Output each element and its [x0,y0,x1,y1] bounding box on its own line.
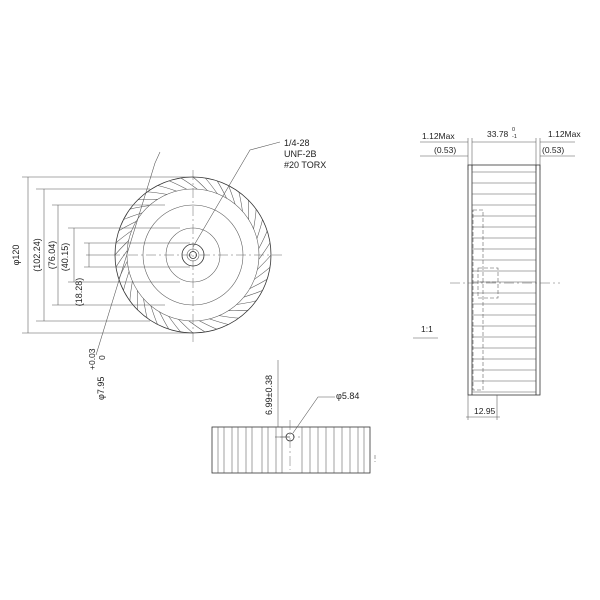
blade [118,261,128,280]
blade [249,278,268,289]
wheel-bottom-outline [211,426,371,474]
blade [258,242,271,260]
blade [180,177,198,190]
blade [157,185,177,192]
bore-dia-label: φ7.95 [96,377,106,400]
blade [254,266,271,280]
blade [114,240,129,256]
dia-120-label: φ120 [11,245,21,266]
thread-note-line3: #20 TORX [284,160,326,170]
blade [137,198,158,201]
front-view: φ120 (102.24) (76.04) (40.15) (18.28) φ7… [11,138,326,400]
blade-set [114,176,272,334]
blade [168,316,182,333]
blade [159,311,170,330]
wheel-side-outline [467,164,541,396]
hole-offset-label: 6.99±0.38 [264,375,274,415]
bore-tol-upper: +0.03 [87,348,97,370]
right-flange-ref-label: (0.53) [542,145,564,155]
blade [253,209,257,229]
blade [129,205,150,210]
blade [243,290,263,298]
blade [228,309,249,312]
thread-note-line1: 1/4-28 [284,138,310,148]
blade [123,212,143,220]
width-label: 33.78 [487,129,509,139]
blade [258,230,268,249]
thread-note-line2: UNF-2B [284,149,317,159]
blade [147,191,167,195]
blade [238,191,243,212]
blade [118,221,137,232]
blade [188,320,206,333]
left-flange-label: 1.12Max [422,131,455,141]
dia-76-label: (76.04) [47,241,57,270]
blade [115,230,132,244]
hub-circle [181,243,205,267]
blade [129,281,133,301]
bottom-view: 6.99±0.38 φ5.84 [211,360,376,474]
blade [256,219,263,239]
right-flange-label: 1.12Max [548,129,581,139]
left-flange-ref-label: (0.53) [434,145,456,155]
blade [168,180,187,190]
side-rib-lines [472,171,536,393]
width-tol-upper: 0 [512,127,515,133]
blade [115,250,128,268]
hole-dia-label: φ5.84 [336,391,359,401]
blade [150,305,158,325]
blade [236,300,257,305]
blade [209,318,229,325]
blade [192,176,208,191]
width-tol-lower: -1 [512,134,517,140]
diameter-dimensions [22,176,193,334]
side-view: 1.12Max (0.53) 33.78 0 -1 1.12Max (0.53)… [413,127,581,420]
bottom-rib-lines [217,427,365,473]
dia-18-label: (18.28) [74,278,84,307]
dia-102-label: (102.24) [32,238,42,272]
blade [199,320,218,330]
blade [247,199,250,220]
bore-tol-lower: 0 [97,355,107,360]
blade [216,180,227,199]
blade [136,290,139,311]
blade [178,319,194,334]
hub-depth-label: 12.95 [474,406,496,416]
blade [228,185,236,205]
scale-label: 1:1 [421,324,433,334]
blade [143,298,148,319]
dia-40-label: (40.15) [60,243,70,272]
blade [123,271,130,291]
bore-hole [189,251,197,259]
blade [219,315,239,319]
blade [204,177,218,194]
blade [257,254,272,270]
